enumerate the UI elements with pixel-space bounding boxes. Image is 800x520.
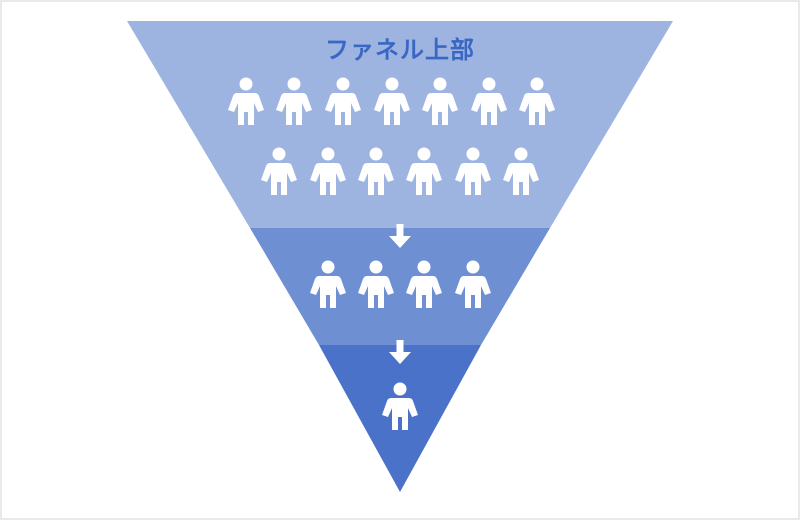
funnel-stage-middle xyxy=(250,228,550,345)
funnel-stage-bottom xyxy=(319,345,481,492)
funnel-title: ファネル上部 xyxy=(325,36,475,64)
